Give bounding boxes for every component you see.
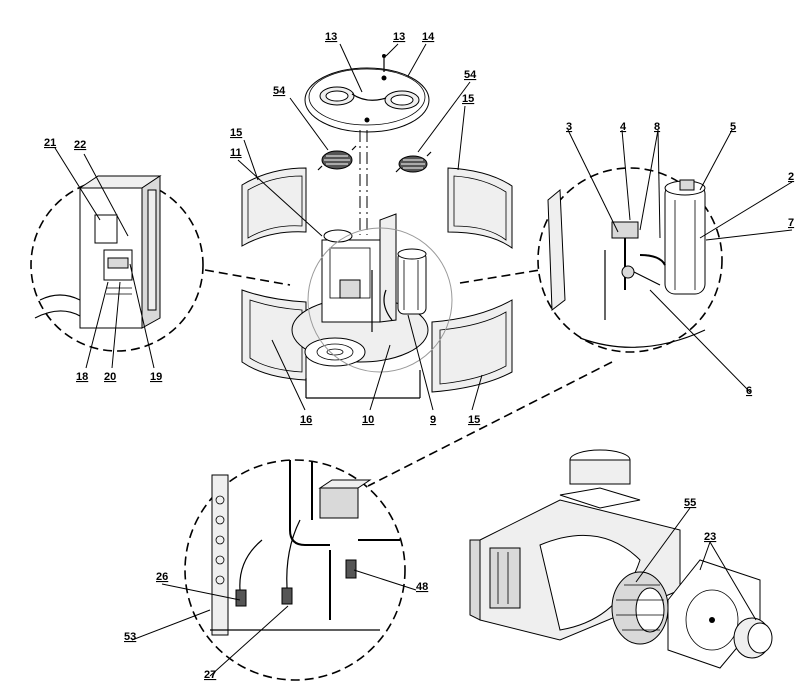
central-unit-assembly: [241, 167, 513, 393]
callout-9: 9: [430, 414, 436, 426]
callout-4: 4: [620, 121, 627, 133]
callout-55: 55: [684, 497, 696, 509]
callout-labels: 13 13 14 54 54 15 15 15 11 16 10 9 21 22…: [44, 31, 794, 681]
callout-48: 48: [416, 581, 428, 593]
callout-53: 53: [124, 631, 136, 643]
callout-54a: 54: [273, 85, 286, 97]
callout-3: 3: [566, 121, 572, 133]
top-cover-lid: [304, 54, 430, 133]
leader-lines: [54, 43, 793, 677]
callout-21: 21: [44, 137, 56, 149]
callout-15a: 15: [462, 93, 474, 105]
blower-fan-assembly: [469, 449, 773, 669]
callout-20: 20: [104, 371, 116, 383]
callout-18: 18: [76, 371, 88, 383]
detail-electrical-box: [30, 175, 204, 352]
callout-6: 6: [746, 385, 752, 397]
detail-sensor-pipes: [184, 459, 406, 681]
callout-2: 2: [788, 171, 794, 183]
callout-8: 8: [654, 121, 660, 133]
vent-grille-left: [317, 145, 357, 171]
callout-19: 19: [150, 371, 162, 383]
callout-13a: 13: [325, 31, 337, 43]
callout-16: 16: [300, 414, 312, 426]
callout-26: 26: [156, 571, 168, 583]
callout-14: 14: [422, 31, 435, 43]
callout-5: 5: [730, 121, 736, 133]
callout-27: 27: [204, 669, 216, 681]
callout-22: 22: [74, 139, 86, 151]
callout-13b: 13: [393, 31, 405, 43]
vent-grille-right: [395, 151, 432, 173]
callout-54b: 54: [464, 69, 477, 81]
callout-7: 7: [788, 217, 794, 229]
callout-11: 11: [230, 147, 242, 159]
callout-23: 23: [704, 531, 716, 543]
callout-15c: 15: [468, 414, 480, 426]
callout-15b: 15: [230, 127, 242, 139]
detail-compressor-valves: [537, 167, 723, 353]
callout-10: 10: [362, 414, 374, 426]
